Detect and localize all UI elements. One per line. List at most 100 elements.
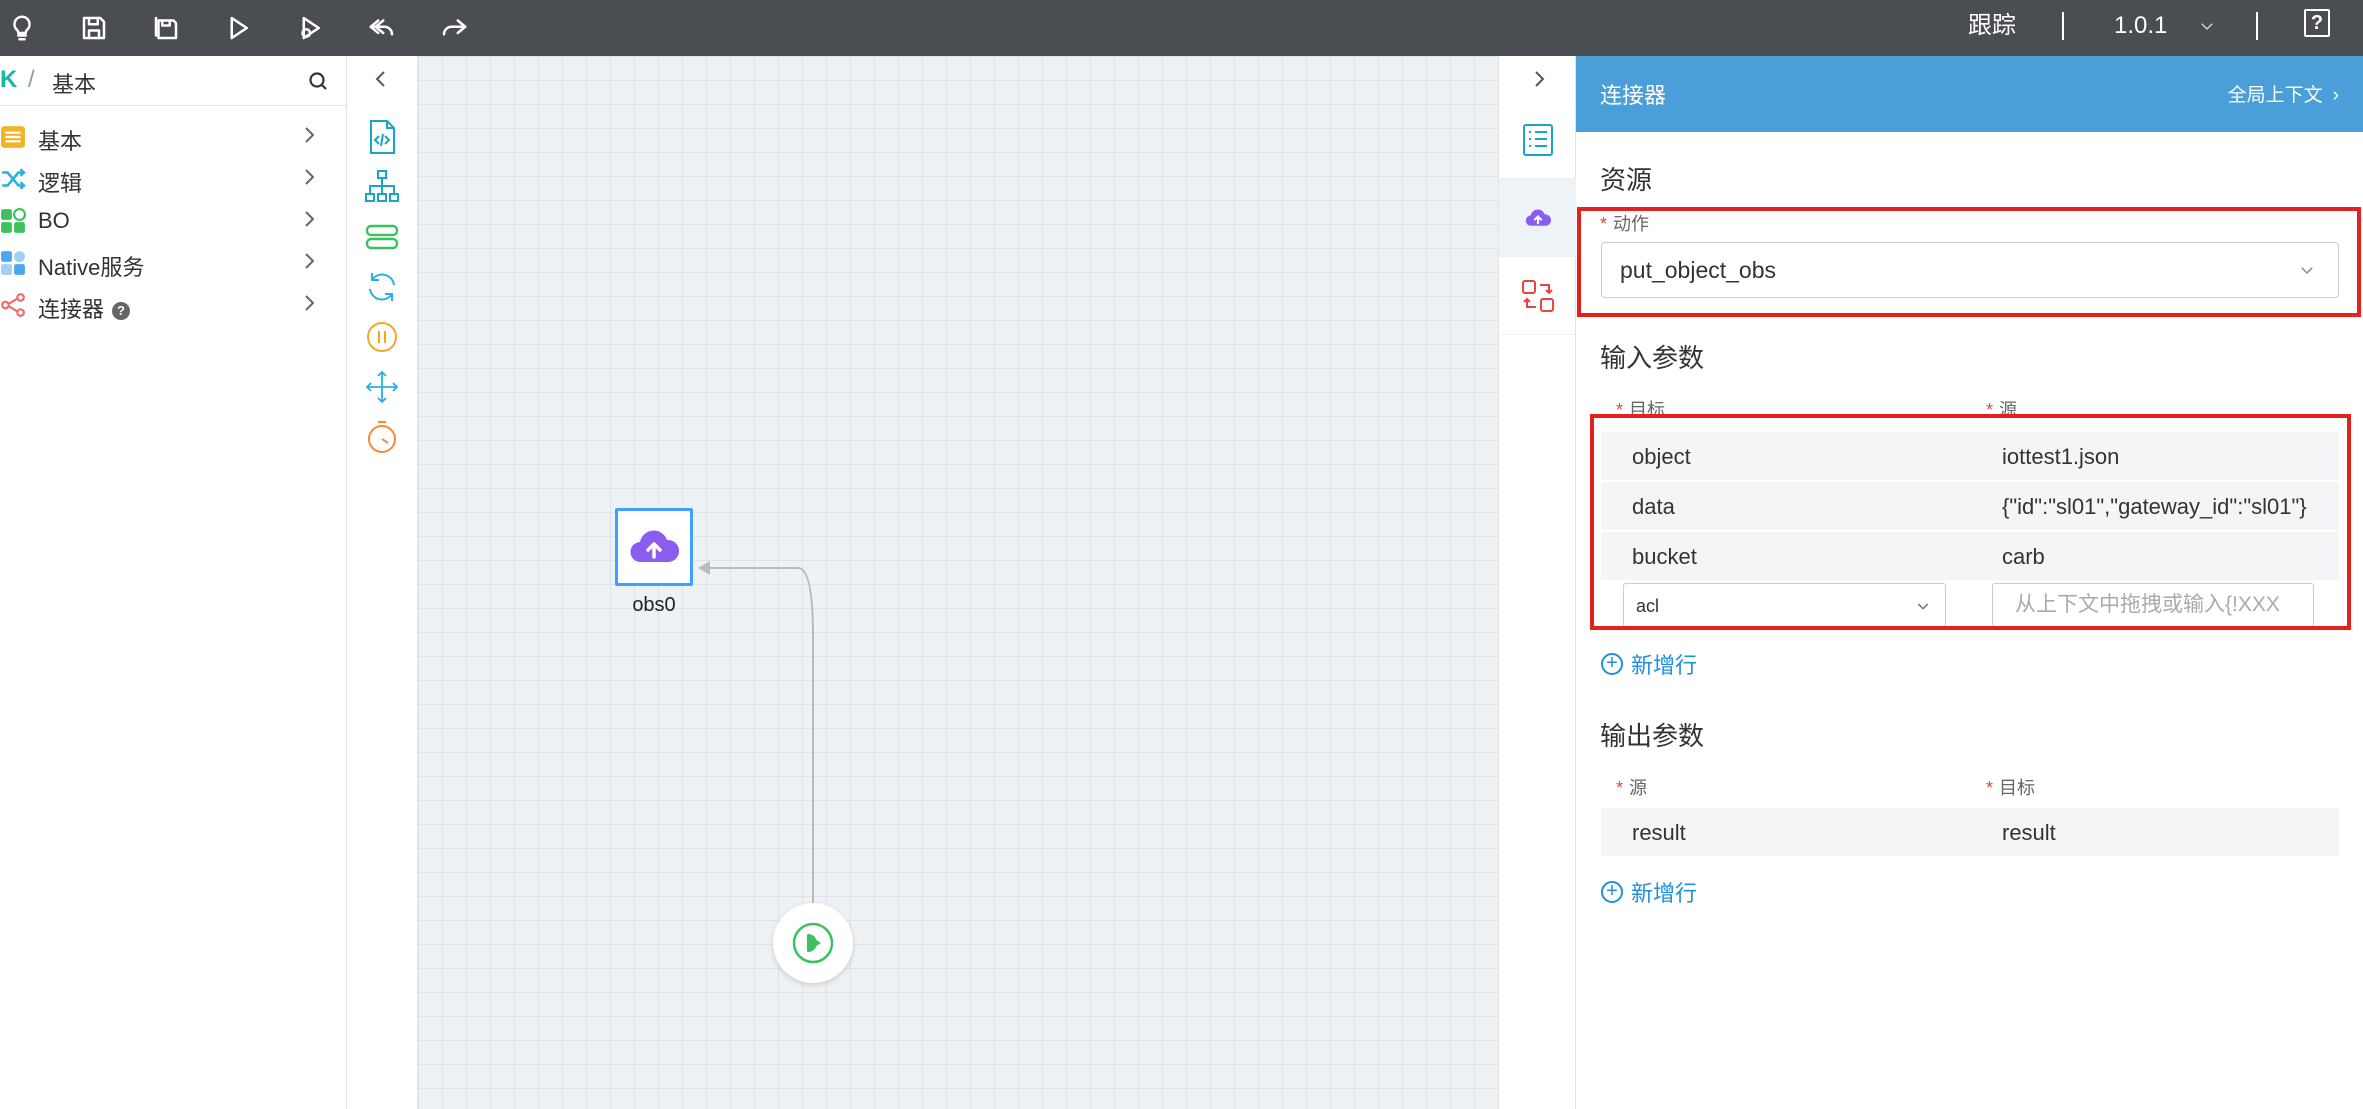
save-icon[interactable] [74, 6, 114, 50]
param-target: object [1632, 444, 1691, 469]
lightbulb-icon[interactable] [2, 6, 42, 50]
debug-icon[interactable] [290, 6, 330, 50]
section-title-output: 输出参数 [1600, 721, 1705, 751]
add-input-row-button[interactable]: + 新增行 [1601, 648, 1697, 680]
add-row-label: 新增行 [1631, 881, 1698, 906]
trace-button[interactable]: 跟踪 [1968, 12, 2016, 39]
save-as-icon[interactable] [146, 6, 186, 50]
undo-icon[interactable] [362, 6, 402, 50]
tab-connector-properties[interactable] [1499, 179, 1576, 257]
cloud-upload-icon [1525, 208, 1551, 226]
add-output-row-button[interactable]: + 新增行 [1601, 876, 1697, 908]
collapse-right-icon[interactable] [1529, 68, 1549, 90]
move-icon[interactable] [363, 368, 401, 406]
add-row-label: 新增行 [1631, 653, 1698, 678]
top-toolbar: 跟踪 1.0.1 ? [0, 0, 2363, 56]
help-icon[interactable]: ? [2304, 9, 2330, 37]
shuffle-icon [2, 168, 26, 190]
output-target-header-text: 目标 [1999, 778, 2036, 798]
property-tabs [1498, 56, 1576, 1109]
output-target-header: *目标 [1986, 774, 2035, 800]
chevron-right-icon [305, 211, 315, 227]
category-connector[interactable]: 连接器? [0, 276, 340, 332]
database-icon[interactable] [363, 218, 401, 256]
redo-icon[interactable] [434, 6, 474, 50]
action-select[interactable]: put_object_obs [1601, 242, 2339, 298]
highlight-box [1590, 414, 2351, 630]
action-label: *动作 [1600, 210, 1649, 236]
list-icon [1, 126, 25, 148]
new-param-source-input[interactable] [1992, 583, 2314, 627]
category-label: 逻辑 [38, 171, 83, 196]
global-context-label: 全局上下文 [2227, 85, 2323, 106]
category-bo[interactable]: BO [0, 192, 340, 248]
grid-icon [1, 251, 25, 275]
category-basic[interactable]: 基本 [0, 108, 340, 164]
toolbar-divider [2256, 12, 2258, 40]
flow-canvas[interactable]: obs0 [418, 56, 1498, 1109]
highlight-box [1577, 207, 2361, 317]
version-select[interactable]: 1.0.1 [2114, 0, 2216, 56]
tab-mapping[interactable] [1499, 257, 1576, 335]
checklist-icon [1522, 123, 1553, 156]
category-native-service[interactable]: Native服务 [0, 234, 340, 290]
param-target: data [1632, 494, 1675, 519]
toolbar-divider [2062, 12, 2064, 40]
required-mark: * [1986, 400, 1994, 420]
required-mark: * [1600, 214, 1608, 234]
action-value: put_object_obs [1620, 257, 1777, 283]
category-label: BO [38, 208, 70, 233]
version-value: 1.0.1 [2114, 12, 2168, 39]
input-param-row[interactable]: data {"id":"sl01","gateway_id":"sl01"} [1601, 482, 2339, 532]
obs-node[interactable] [615, 508, 693, 586]
chevron-right-icon [305, 127, 315, 143]
script-icon[interactable] [363, 118, 401, 156]
properties-header: 连接器 全局上下文› [1576, 56, 2363, 132]
global-context-link[interactable]: 全局上下文 › [2228, 80, 2339, 107]
cloud-upload-icon [630, 530, 679, 563]
tab-basic-properties[interactable] [1499, 101, 1576, 179]
output-param-row[interactable]: result result [1601, 808, 2339, 858]
swap-icon [1521, 279, 1554, 312]
timer-icon[interactable] [363, 418, 401, 456]
action-label-text: 动作 [1613, 214, 1650, 234]
param-source: result [1632, 820, 1686, 845]
new-param-source-field[interactable] [1993, 584, 2313, 626]
param-target: result [2002, 820, 2056, 845]
plus-circle-icon: + [1601, 653, 1623, 675]
help-icon[interactable]: ? [112, 302, 131, 320]
category-label-text: 连接器 [38, 297, 105, 322]
category-label: Native服务 [38, 255, 145, 280]
play-circle-icon [792, 922, 834, 964]
collapse-left-icon[interactable] [371, 68, 391, 90]
hierarchy-icon[interactable] [363, 168, 401, 206]
loop-icon[interactable] [363, 268, 401, 306]
input-param-row[interactable]: bucket carb [1601, 532, 2339, 582]
chevron-down-icon [2301, 267, 2313, 275]
breadcrumb-separator: / [28, 66, 35, 93]
output-source-header: *源 [1616, 774, 1647, 800]
category-logic[interactable]: 逻辑 [0, 150, 340, 206]
blocks-icon [1, 208, 26, 233]
category-label: 基本 [38, 129, 83, 154]
pause-icon[interactable] [363, 318, 401, 356]
node-label: obs0 [632, 594, 676, 616]
component-panel: K / 基本 基本 逻辑 BO Native服务 连接器? [0, 56, 347, 1109]
component-panel-header: K / 基本 [0, 56, 347, 106]
required-mark: * [1616, 400, 1624, 420]
chevron-right-icon [305, 253, 315, 269]
flow-connector [698, 561, 814, 903]
chevron-right-icon: › [2332, 85, 2339, 106]
run-icon[interactable] [218, 6, 258, 50]
plus-circle-icon: + [1601, 881, 1623, 903]
share-icon [1, 293, 25, 317]
logo-icon: K [0, 66, 18, 93]
chevron-right-icon [305, 169, 315, 185]
input-param-row[interactable]: object iottest1.json [1601, 432, 2339, 482]
chevron-down-icon [2201, 23, 2213, 31]
start-node[interactable] [773, 903, 853, 983]
connector-properties-panel: 连接器 全局上下文› 资源 *动作 put_object_obs 输入参数 *目… [1576, 56, 2363, 1109]
new-param-target-select[interactable]: acl [1623, 583, 1946, 627]
section-title-input: 输入参数 [1600, 343, 1705, 373]
search-icon[interactable] [306, 69, 330, 93]
